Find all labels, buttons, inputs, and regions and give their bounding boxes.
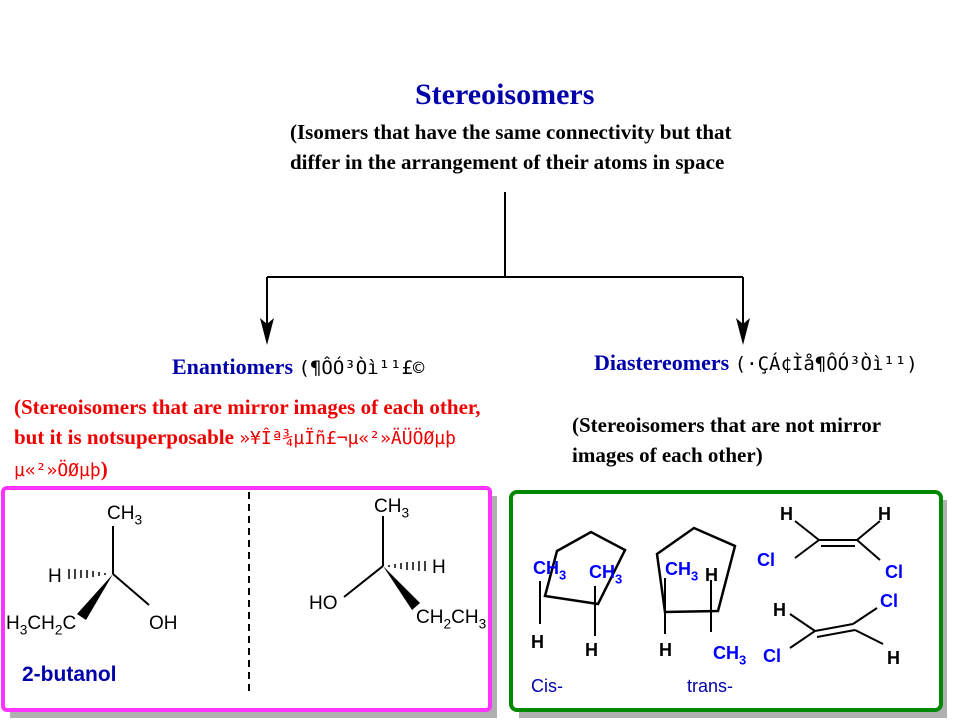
cis-alkene-h-right: H — [878, 504, 891, 524]
left-ethyl-label: H3CH2C — [6, 613, 76, 638]
trans-ch3-b: CH3 — [713, 643, 746, 667]
arrowhead-right — [736, 318, 750, 345]
trans-label: trans- — [687, 676, 733, 696]
cis-h-b: H — [585, 640, 598, 660]
left-butanol-molecule: CH3 H H3CH2C OH — [6, 503, 178, 638]
trans-cyclopentane-ring: CH3 H H CH3 — [655, 526, 746, 667]
arrowhead-left — [260, 318, 274, 345]
cis-alkene-h-left: H — [780, 504, 793, 524]
right-ch3-label: CH3 — [374, 496, 409, 521]
example-label: 2-butanol — [22, 663, 117, 686]
enantiomers-def-line-1: (Stereoisomers that are mirror images of… — [14, 395, 481, 419]
enantiomers-heading: Enantiomers (¶ÔÓ³Òì¹¹£© — [172, 354, 424, 380]
cis-label: Cis- — [531, 676, 563, 696]
trans-ch3-a: CH3 — [665, 559, 698, 583]
enantiomers-def-line-3-close: ) — [100, 457, 108, 481]
enantiomers-def-line-3-garble: µ«²»ÖØµþ — [14, 460, 101, 481]
right-ho-label: HO — [309, 593, 338, 614]
trans-alkene-cl-left: Cl — [763, 646, 781, 666]
hashed-bond-h — [68, 569, 106, 579]
trans-alkene-h-left: H — [773, 600, 786, 620]
trans-alkene-cl-right: Cl — [880, 591, 898, 611]
diastereomers-def-line-1: (Stereoisomers that are not mirror — [572, 413, 882, 437]
trans-alkene-h-right: H — [887, 648, 900, 668]
left-h-label: H — [48, 566, 62, 587]
definition-line-1: (Isomers that have the same connectivity… — [290, 120, 732, 144]
hashed-bond-h — [388, 561, 426, 571]
diastereomers-title: Diastereomers — [594, 350, 730, 375]
cis-ch3-a: CH3 — [533, 558, 566, 582]
left-oh-label: OH — [149, 613, 178, 634]
cis-alkene-cl-right: Cl — [885, 562, 903, 582]
diastereomers-heading: Diastereomers (·ÇÁ¢Ìå¶ÔÓ³Òì¹¹) — [594, 350, 918, 376]
wedge-bond — [383, 566, 420, 610]
enantiomers-example-box: CH3 H H3CH2C OH CH3 H HO CH2CH3 2-butano… — [1, 486, 497, 718]
bond-to-oh — [112, 573, 150, 606]
cis-alkene-cl-left: Cl — [757, 550, 775, 570]
left-ch3-label: CH3 — [107, 503, 142, 528]
bond-to-ho — [343, 565, 384, 598]
enantiomers-def-line-2-garble: »¥Îª¾µÏñ£¬µ«²»ÄÜÖØµþ — [239, 428, 456, 449]
cis-dichloroethene: H H Cl Cl — [757, 504, 903, 582]
right-h-label: H — [432, 557, 446, 578]
diastereomers-example-box: CH3 CH3 H H CH3 H H CH3 Cis- trans- H H … — [509, 490, 947, 718]
trans-dichloroethene: H Cl Cl H — [763, 591, 900, 668]
trans-h-b: H — [659, 640, 672, 660]
enantiomers-garbled-text: (¶ÔÓ³Òì¹¹£© — [298, 357, 425, 379]
cis-h-a: H — [531, 632, 544, 652]
diastereomers-def-line-2: images of each other) — [572, 443, 763, 467]
stereoisomer-definition: (Isomers that have the same connectivity… — [290, 117, 732, 177]
right-ethyl-label: CH2CH3 — [416, 607, 487, 632]
diastereomers-garbled-text: (·ÇÁ¢Ìå¶ÔÓ³Òì¹¹) — [734, 353, 918, 375]
enantiomers-def-line-2-text: but it is notsuperposable — [14, 425, 240, 449]
box-frame — [1, 486, 492, 712]
wedge-bond — [77, 574, 113, 620]
enantiomers-definition: (Stereoisomers that are mirror images of… — [14, 392, 481, 486]
enantiomers-title: Enantiomers — [172, 354, 293, 379]
cis-ch3-b: CH3 — [589, 562, 622, 586]
diastereomers-definition: (Stereoisomers that are not mirror image… — [572, 410, 881, 470]
enantiomers-def-line-3: µ«²»ÖØµþ) — [14, 454, 481, 486]
enantiomers-def-line-2: but it is notsuperposable »¥Îª¾µÏñ£¬µ«²»… — [14, 422, 481, 454]
right-butanol-molecule: CH3 H HO CH2CH3 — [309, 496, 487, 632]
page-title: Stereoisomers — [415, 78, 595, 111]
trans-h-a: H — [705, 565, 718, 585]
cis-cyclopentane-ring: CH3 CH3 H H — [531, 530, 627, 660]
definition-line-2: differ in the arrangement of their atoms… — [290, 150, 725, 174]
